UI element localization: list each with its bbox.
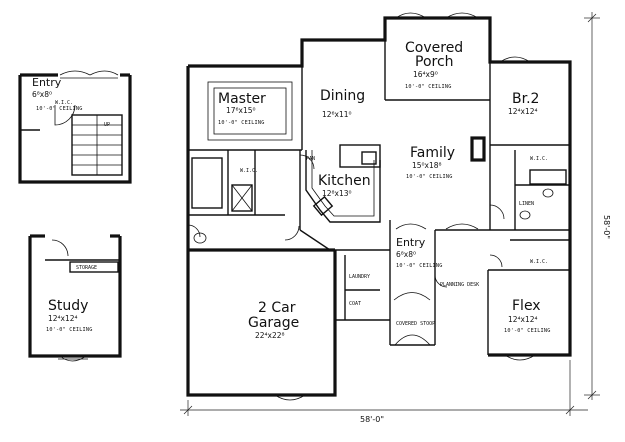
alternate-entry-inset: Entry 6⁸x8⁰ 10'-0" CEILING	[18, 70, 132, 184]
family-dims: 15⁰x18⁸	[412, 161, 442, 170]
flex-name: Flex	[512, 298, 541, 314]
kitchen-counters	[305, 144, 381, 223]
entry-name: Entry	[396, 236, 426, 249]
flex-dims: 12⁴x12⁴	[508, 315, 538, 324]
windows	[274, 12, 536, 401]
covered-porch-name-2: Porch	[415, 54, 454, 70]
bath-fixtures	[191, 157, 567, 244]
pantry-label: PAN	[306, 156, 315, 162]
main-plan-walls	[186, 16, 572, 397]
br2-dims: 12⁴x12⁴	[508, 107, 538, 116]
master-note: 10'-0" CEILING	[218, 120, 265, 126]
master-name: Master	[218, 91, 266, 107]
dining-name: Dining	[320, 88, 365, 104]
entry-note: 10'-0" CEILING	[396, 263, 443, 269]
flex-note: 10'-0" CEILING	[504, 328, 551, 334]
overall-width-dim: 58'-0"	[360, 415, 384, 424]
master-dims: 17⁶x15⁰	[226, 106, 256, 115]
overall-depth-dim: 58'-0"	[602, 215, 611, 239]
alt-entry-dims: 6⁸x8⁰	[32, 90, 52, 99]
covered-porch-dims: 16⁴x9⁰	[413, 70, 438, 79]
covered-porch-note: 10'-0" CEILING	[405, 84, 452, 90]
entry-dims: 6⁸x8⁰	[396, 250, 416, 259]
covered-porch-name-1: Covered	[405, 40, 463, 56]
family-note: 10'-0" CEILING	[406, 174, 453, 180]
garage-dims: 22⁴x22⁸	[255, 331, 285, 340]
study-dims: 12⁴x12⁴	[48, 314, 78, 323]
study-inset: STORAGE Study 12⁴x12⁴ 10'-0" CEILING	[28, 234, 122, 362]
door-swings	[187, 154, 505, 288]
covered-stoop-label: COVERED STOOP	[396, 321, 435, 327]
study-note: 10'-0" CEILING	[46, 327, 93, 333]
alt-entry-note: 10'-0" CEILING	[36, 106, 83, 112]
br2-name: Br.2	[512, 91, 539, 107]
alt-entry-name: Entry	[32, 76, 62, 89]
laundry-label: LAUNDRY	[349, 274, 370, 280]
garage-name-2: Garage	[248, 315, 299, 331]
kitchen-dims: 12⁸x13⁰	[322, 189, 352, 198]
kitchen-name: Kitchen	[318, 173, 371, 189]
linen-label: LINEN	[519, 201, 534, 207]
stair-up-label: UP	[104, 122, 110, 128]
wic-label-3: W.I.C.	[530, 259, 548, 265]
planning-desk-label: PLANNING DESK	[440, 282, 479, 288]
storage-label: STORAGE	[76, 265, 97, 271]
wic-label-2: W.I.C.	[530, 156, 548, 162]
study-name: Study	[48, 298, 88, 314]
wic-label-1: W.I.C.	[240, 168, 258, 174]
dining-dims: 12⁶x11⁰	[322, 110, 352, 119]
coat-label: COAT	[349, 301, 361, 307]
dimension-lines	[180, 12, 600, 416]
garage-name-1: 2 Car	[258, 300, 296, 316]
wic-label-4: W.I.C.	[55, 100, 73, 106]
family-name: Family	[410, 145, 455, 161]
